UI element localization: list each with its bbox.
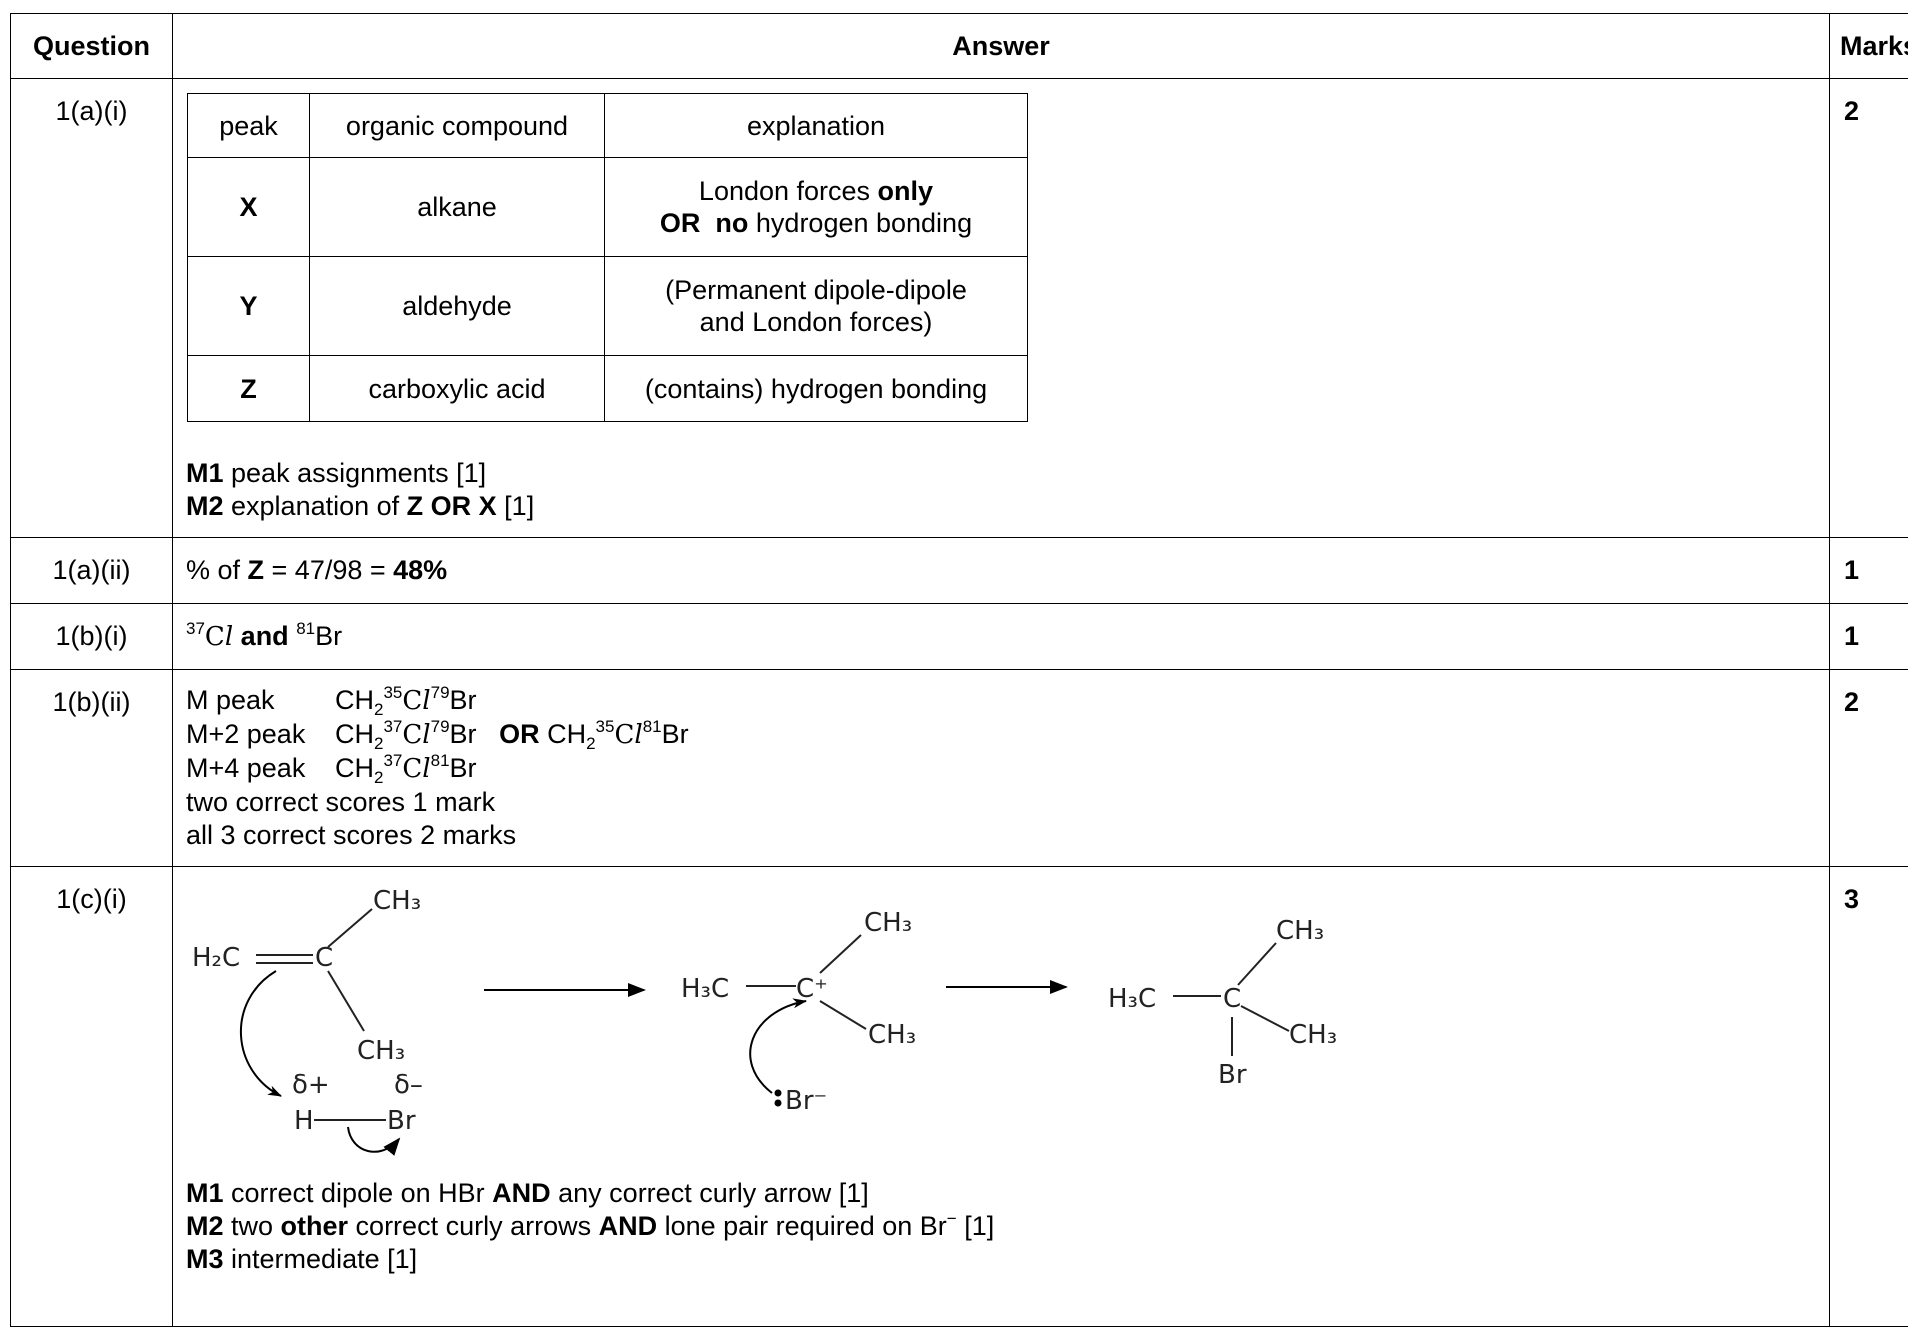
explanation: (contains) hydrogen bonding <box>605 356 1028 422</box>
question-number: 1(c)(i) <box>11 867 173 1327</box>
peak-table-header: peak organic compound explanation <box>188 94 1028 158</box>
ch3-label: CH₃ <box>357 1036 405 1066</box>
marks-value: 3 <box>1830 867 1908 1327</box>
ch3-label: CH₃ <box>864 908 912 938</box>
table-row: X alkane London forces only OR no hydrog… <box>188 158 1028 257</box>
mechanism-diagram: H₂C C CH₃ CH₃ δ+ δ– H Br <box>186 871 1446 1171</box>
question-number: 1(b)(ii) <box>11 670 173 867</box>
compound-name: alkane <box>310 158 605 257</box>
header-row: Question Answer Marks <box>11 14 1908 79</box>
answer-cell: 37Cl and 81Br <box>173 604 1830 670</box>
explanation: London forces only OR no hydrogen bondin… <box>605 158 1028 257</box>
explanation-header: explanation <box>605 94 1028 158</box>
answer-cell: % of Z = 47/98 = 48% <box>173 538 1830 604</box>
compound-name: carboxylic acid <box>310 356 605 422</box>
peak-label: X <box>188 158 310 257</box>
question-number: 1(a)(ii) <box>11 538 173 604</box>
marking-points: M1 peak assignments [1] M2 explanation o… <box>186 457 1815 523</box>
ch3-label: CH₃ <box>1276 916 1324 946</box>
mark-scheme-table: Question Answer Marks 1(a)(i) peak organ… <box>10 13 1908 1327</box>
marks-value: 1 <box>1830 538 1908 604</box>
central-carbon: C <box>1223 984 1241 1014</box>
peak-table: peak organic compound explanation X alka… <box>187 93 1028 422</box>
answer-header: Answer <box>173 14 1830 79</box>
question-number: 1(b)(i) <box>11 604 173 670</box>
question-number: 1(a)(i) <box>11 79 173 538</box>
delta-plus: δ+ <box>292 1070 330 1100</box>
peak-label: Z <box>188 356 310 422</box>
question-header: Question <box>11 14 173 79</box>
marks-value: 2 <box>1830 670 1908 867</box>
br-label: Br <box>387 1106 416 1136</box>
delta-minus: δ– <box>394 1070 423 1100</box>
h3c-label: H₃C <box>1108 984 1156 1014</box>
marks-value: 1 <box>1830 604 1908 670</box>
answer-cell: peak organic compound explanation X alka… <box>173 79 1830 538</box>
row-1ci: 1(c)(i) H₂C C CH₃ <box>11 867 1908 1327</box>
compound-header: organic compound <box>310 94 605 158</box>
row-1bi: 1(b)(i) 37Cl and 81Br 1 <box>11 604 1908 670</box>
h3c-label: H₃C <box>681 974 729 1004</box>
scoring-note: all 3 correct scores 2 marks <box>186 819 1815 852</box>
marking-points: M1 correct dipole on HBr AND any correct… <box>186 1177 1815 1276</box>
bromide-ion: Br⁻ <box>785 1086 827 1116</box>
row-1ai: 1(a)(i) peak organic compound explanatio… <box>11 79 1908 538</box>
alkene-carbon: C <box>315 943 333 973</box>
scoring-note: two correct scores 1 mark <box>186 786 1815 819</box>
table-row: Z carboxylic acid (contains) hydrogen bo… <box>188 356 1028 422</box>
carbocation: C⁺ <box>796 974 828 1004</box>
br-label: Br <box>1218 1060 1247 1090</box>
peak-header: peak <box>188 94 310 158</box>
answer-cell: H₂C C CH₃ CH₃ δ+ δ– H Br <box>173 867 1830 1327</box>
row-1aii: 1(a)(ii) % of Z = 47/98 = 48% 1 <box>11 538 1908 604</box>
ch3-label: CH₃ <box>373 886 421 916</box>
h2c-label: H₂C <box>192 943 240 973</box>
ch3-label: CH₃ <box>868 1020 916 1050</box>
marks-header: Marks <box>1830 14 1908 79</box>
table-row: Y aldehyde (Permanent dipole-dipole and … <box>188 257 1028 356</box>
marks-value: 2 <box>1830 79 1908 538</box>
peak-label: Y <box>188 257 310 356</box>
ch3-label: CH₃ <box>1289 1020 1337 1050</box>
compound-name: aldehyde <box>310 257 605 356</box>
h-label: H <box>294 1106 314 1136</box>
explanation: (Permanent dipole-dipole and London forc… <box>605 257 1028 356</box>
